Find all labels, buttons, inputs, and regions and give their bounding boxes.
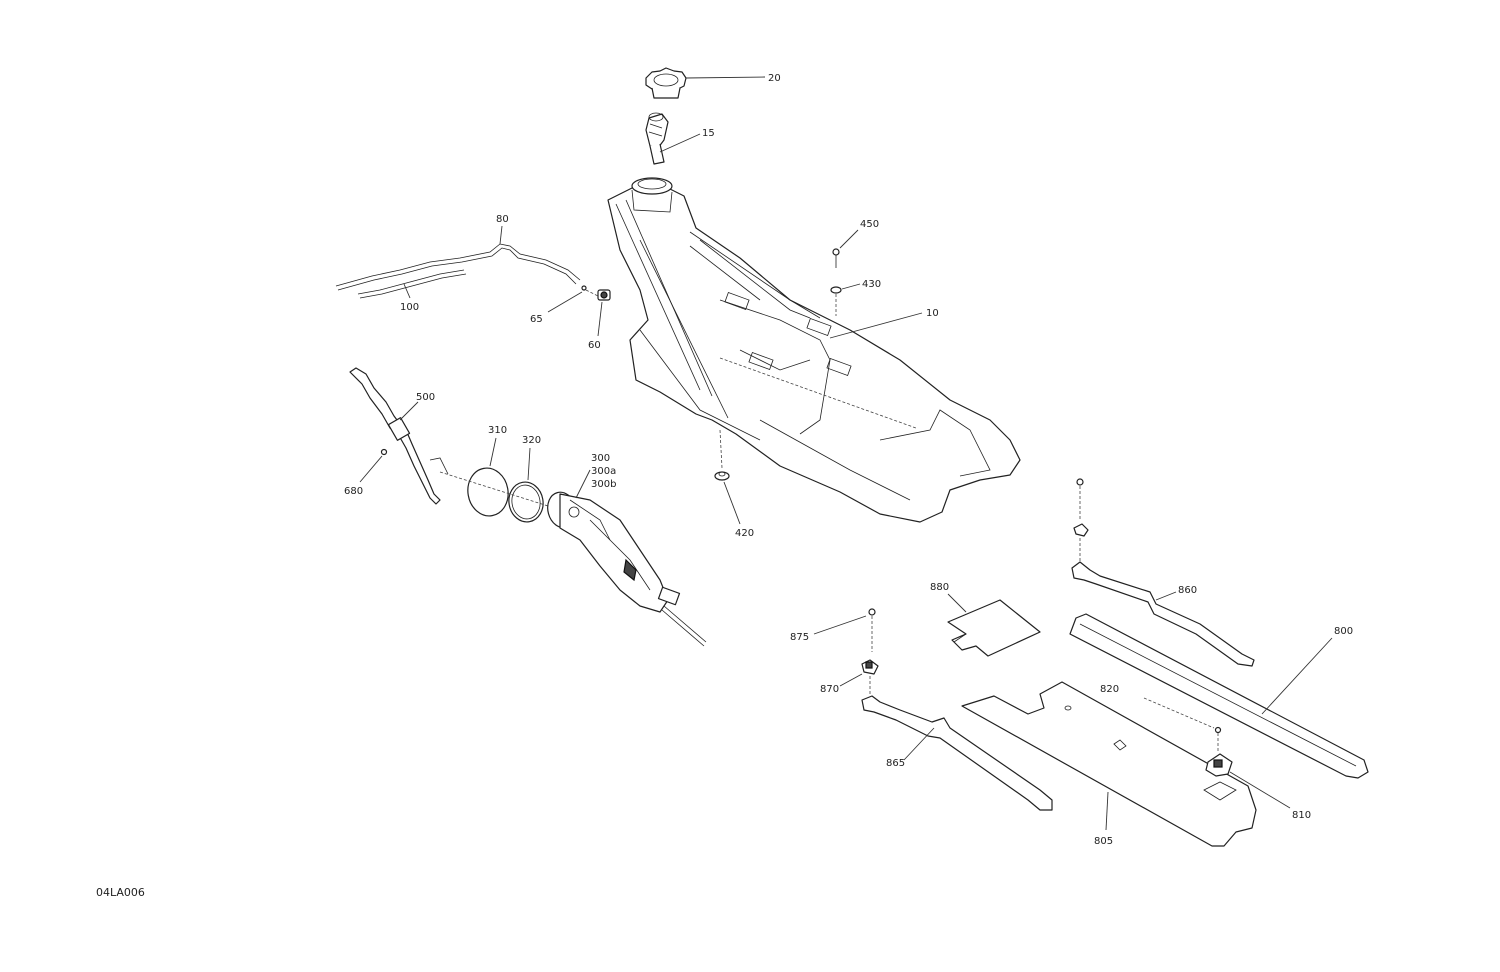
bracket-860 bbox=[1071, 561, 1255, 667]
fuel-line-500 bbox=[349, 367, 449, 505]
fuel-tank bbox=[607, 177, 1021, 523]
clip-810 bbox=[1205, 753, 1233, 777]
callout-880: 880 bbox=[930, 582, 949, 593]
callout-865: 865 bbox=[886, 758, 905, 769]
callout-300: 300 bbox=[591, 453, 610, 464]
callout-80: 80 bbox=[496, 214, 509, 225]
rivet-820 bbox=[1214, 726, 1222, 752]
callout-430: 430 bbox=[862, 279, 881, 290]
callout-10: 10 bbox=[926, 308, 939, 319]
seal-320 bbox=[508, 481, 544, 523]
callout-680: 680 bbox=[344, 486, 363, 497]
callout-820: 820 bbox=[1100, 684, 1119, 695]
bolt-450 bbox=[832, 248, 840, 268]
insulation-pad-880 bbox=[947, 599, 1041, 657]
callout-100: 100 bbox=[400, 302, 419, 313]
callout-320: 320 bbox=[522, 435, 541, 446]
filler-neck bbox=[645, 112, 669, 165]
callout-310: 310 bbox=[488, 425, 507, 436]
fuel-cap bbox=[645, 67, 687, 99]
lock-ring-310 bbox=[467, 467, 509, 517]
callout-420: 420 bbox=[735, 528, 754, 539]
vent-hose-100 bbox=[357, 269, 467, 299]
callout-875: 875 bbox=[790, 632, 809, 643]
heat-shield-805 bbox=[961, 681, 1257, 847]
callout-870: 870 bbox=[820, 684, 839, 695]
callout-805: 805 bbox=[1094, 836, 1113, 847]
callout-450: 450 bbox=[860, 219, 879, 230]
callout-810: 810 bbox=[1292, 810, 1311, 821]
callout-500: 500 bbox=[416, 392, 435, 403]
heat-shield-800 bbox=[1069, 613, 1369, 779]
vent-valve-60 bbox=[597, 289, 611, 301]
clamp-680 bbox=[380, 448, 388, 456]
nut-right bbox=[1073, 523, 1089, 562]
bolt-875 bbox=[868, 608, 876, 652]
bracket-865 bbox=[861, 695, 1053, 811]
callout-20: 20 bbox=[768, 73, 781, 84]
grommet-420 bbox=[714, 429, 730, 481]
callout-15: 15 bbox=[702, 128, 715, 139]
callout-860: 860 bbox=[1178, 585, 1197, 596]
callout-300b: 300b bbox=[591, 479, 616, 490]
callout-60: 60 bbox=[588, 340, 601, 351]
callout-65: 65 bbox=[530, 314, 543, 325]
bolt-right bbox=[1076, 478, 1084, 520]
screw-65 bbox=[581, 285, 599, 297]
vent-hose-80 bbox=[335, 243, 581, 291]
callout-300a: 300a bbox=[591, 466, 616, 477]
reference-code: 04LA006 bbox=[96, 886, 145, 899]
washer-430 bbox=[830, 286, 842, 294]
fuel-pump-300 bbox=[547, 491, 707, 647]
callout-800: 800 bbox=[1334, 626, 1353, 637]
nut-870 bbox=[861, 659, 879, 694]
